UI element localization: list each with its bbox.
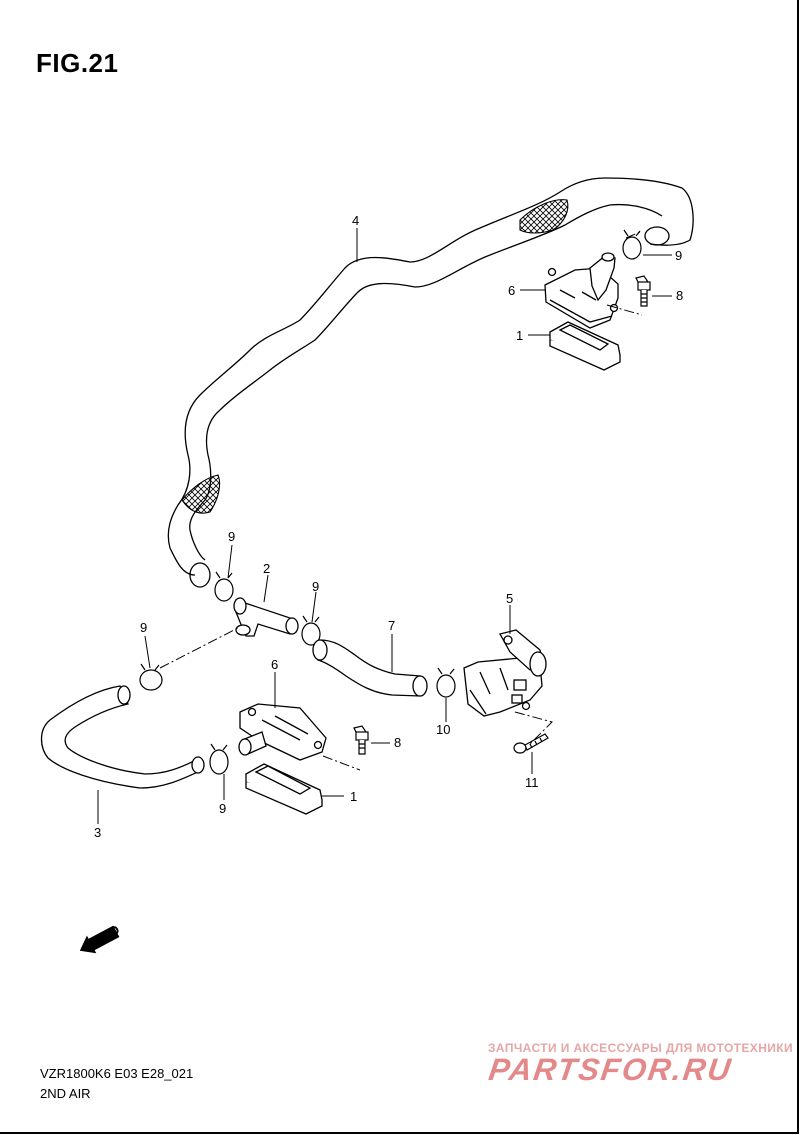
callout-9-far-left: 9 <box>140 620 147 635</box>
callout-8-lower: 8 <box>394 735 401 750</box>
callout-9-upper-right: 9 <box>675 248 682 263</box>
figure-code: VZR1800K6 E03 E28_021 <box>40 1066 194 1081</box>
callout-5: 5 <box>506 591 513 606</box>
clamp-9-lower <box>209 743 229 775</box>
reed-valve-1-lower <box>245 763 323 815</box>
callout-6-lower: 6 <box>271 657 278 672</box>
reed-cover-6-upper <box>544 252 619 329</box>
clamp-9-far-left <box>139 663 163 691</box>
figure-subtitle: 2ND AIR <box>40 1086 91 1101</box>
bolt-8-lower <box>353 725 369 755</box>
pair-valve-5 <box>463 629 547 717</box>
callout-9-mid-left: 9 <box>228 529 235 544</box>
clamp-9-mid-left <box>214 571 234 602</box>
hose-4-mesh-lower <box>181 474 221 514</box>
leader-lines <box>97 228 672 824</box>
hose-7 <box>312 639 428 697</box>
figure-title: FIG.21 <box>36 48 119 78</box>
hose-4-mesh-upper <box>519 199 569 234</box>
callout-1-upper: 1 <box>516 328 523 343</box>
screw-11 <box>513 733 549 754</box>
hose-4 <box>167 177 694 588</box>
callout-8-upper: 8 <box>676 288 683 303</box>
clamp-9-mid-right <box>301 615 321 646</box>
t-joint-2 <box>233 597 299 637</box>
reed-valve-1-upper <box>549 321 621 371</box>
callout-2: 2 <box>263 561 270 576</box>
watermark-tagline: ЗАПЧАСТИ И АКСЕССУАРЫ ДЛЯ МОТОТЕХНИКИ <box>488 1041 794 1055</box>
callout-3: 3 <box>94 825 101 840</box>
reed-cover-6-lower <box>238 703 327 761</box>
bolt-8-upper <box>635 275 651 307</box>
callout-9-mid-right: 9 <box>312 579 319 594</box>
callout-7: 7 <box>388 618 395 633</box>
hose-3 <box>40 685 205 789</box>
forward-arrow-icon: FWD <box>79 922 122 954</box>
callout-6-upper: 6 <box>508 283 515 298</box>
callout-9-lower: 9 <box>219 801 226 816</box>
clamp-10 <box>436 667 456 698</box>
clamp-9-upper-right <box>622 229 642 260</box>
callout-11: 11 <box>525 775 539 790</box>
forward-arrow-label: FWD <box>89 922 122 949</box>
center-lines <box>159 231 643 771</box>
callout-4: 4 <box>352 213 359 228</box>
callout-10: 10 <box>436 722 450 737</box>
watermark-logo: PARTSFOR.RU <box>486 1052 735 1087</box>
callout-1-lower: 1 <box>350 789 357 804</box>
